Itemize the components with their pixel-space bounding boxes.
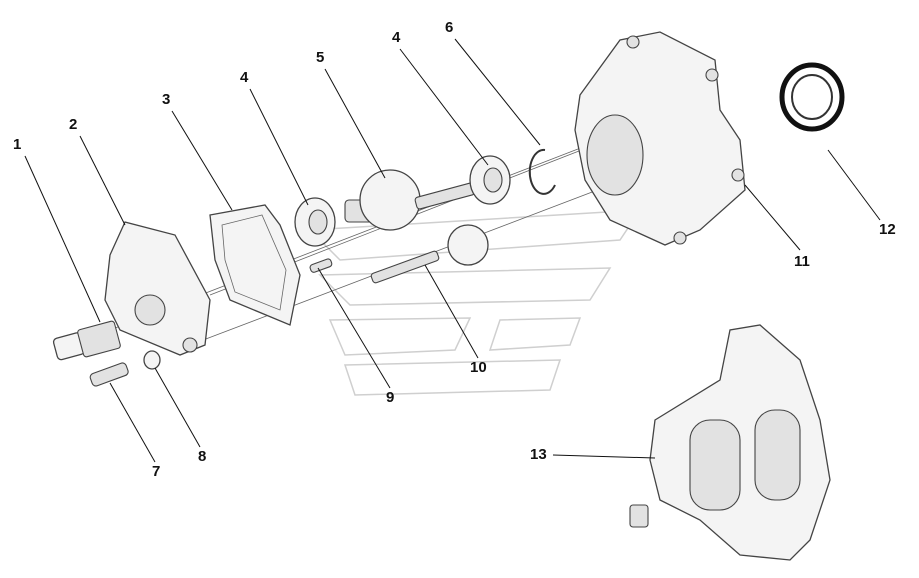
part-3-gasket: [209, 204, 301, 326]
callout-4-left: 4: [240, 69, 249, 86]
part-11-housing: [574, 31, 746, 246]
part-4-bearing-right: [469, 155, 511, 205]
callout-11: 11: [794, 253, 810, 270]
callout-1: 1: [13, 136, 22, 153]
part-9-pin: [309, 258, 333, 273]
callout-10: 10: [470, 359, 487, 376]
callout-5: 5: [316, 49, 325, 66]
callout-2: 2: [69, 116, 78, 133]
part-13-assembly: [629, 324, 831, 561]
part-8-washer: [143, 350, 161, 370]
watermark-logo: [308, 209, 642, 396]
callout-9: 9: [386, 389, 395, 406]
callout-13: 13: [530, 446, 547, 463]
part-7-bolt: [89, 362, 129, 387]
callout-4-right: 4: [392, 29, 401, 46]
leader-lines: [24, 38, 881, 463]
part-12-seal: [779, 62, 845, 132]
part-10-driven-gear: [370, 224, 489, 284]
part-1-fitting: [52, 320, 121, 361]
callout-8: 8: [198, 448, 207, 465]
callout-6: 6: [445, 19, 454, 36]
part-5-gear-shaft: [344, 169, 476, 231]
part-4-bearing-left: [294, 197, 336, 247]
callout-12: 12: [879, 221, 896, 238]
part-6-circlip: [528, 148, 556, 195]
callout-7: 7: [152, 463, 161, 480]
callout-3: 3: [162, 91, 171, 108]
part-2-cover: [104, 221, 211, 356]
